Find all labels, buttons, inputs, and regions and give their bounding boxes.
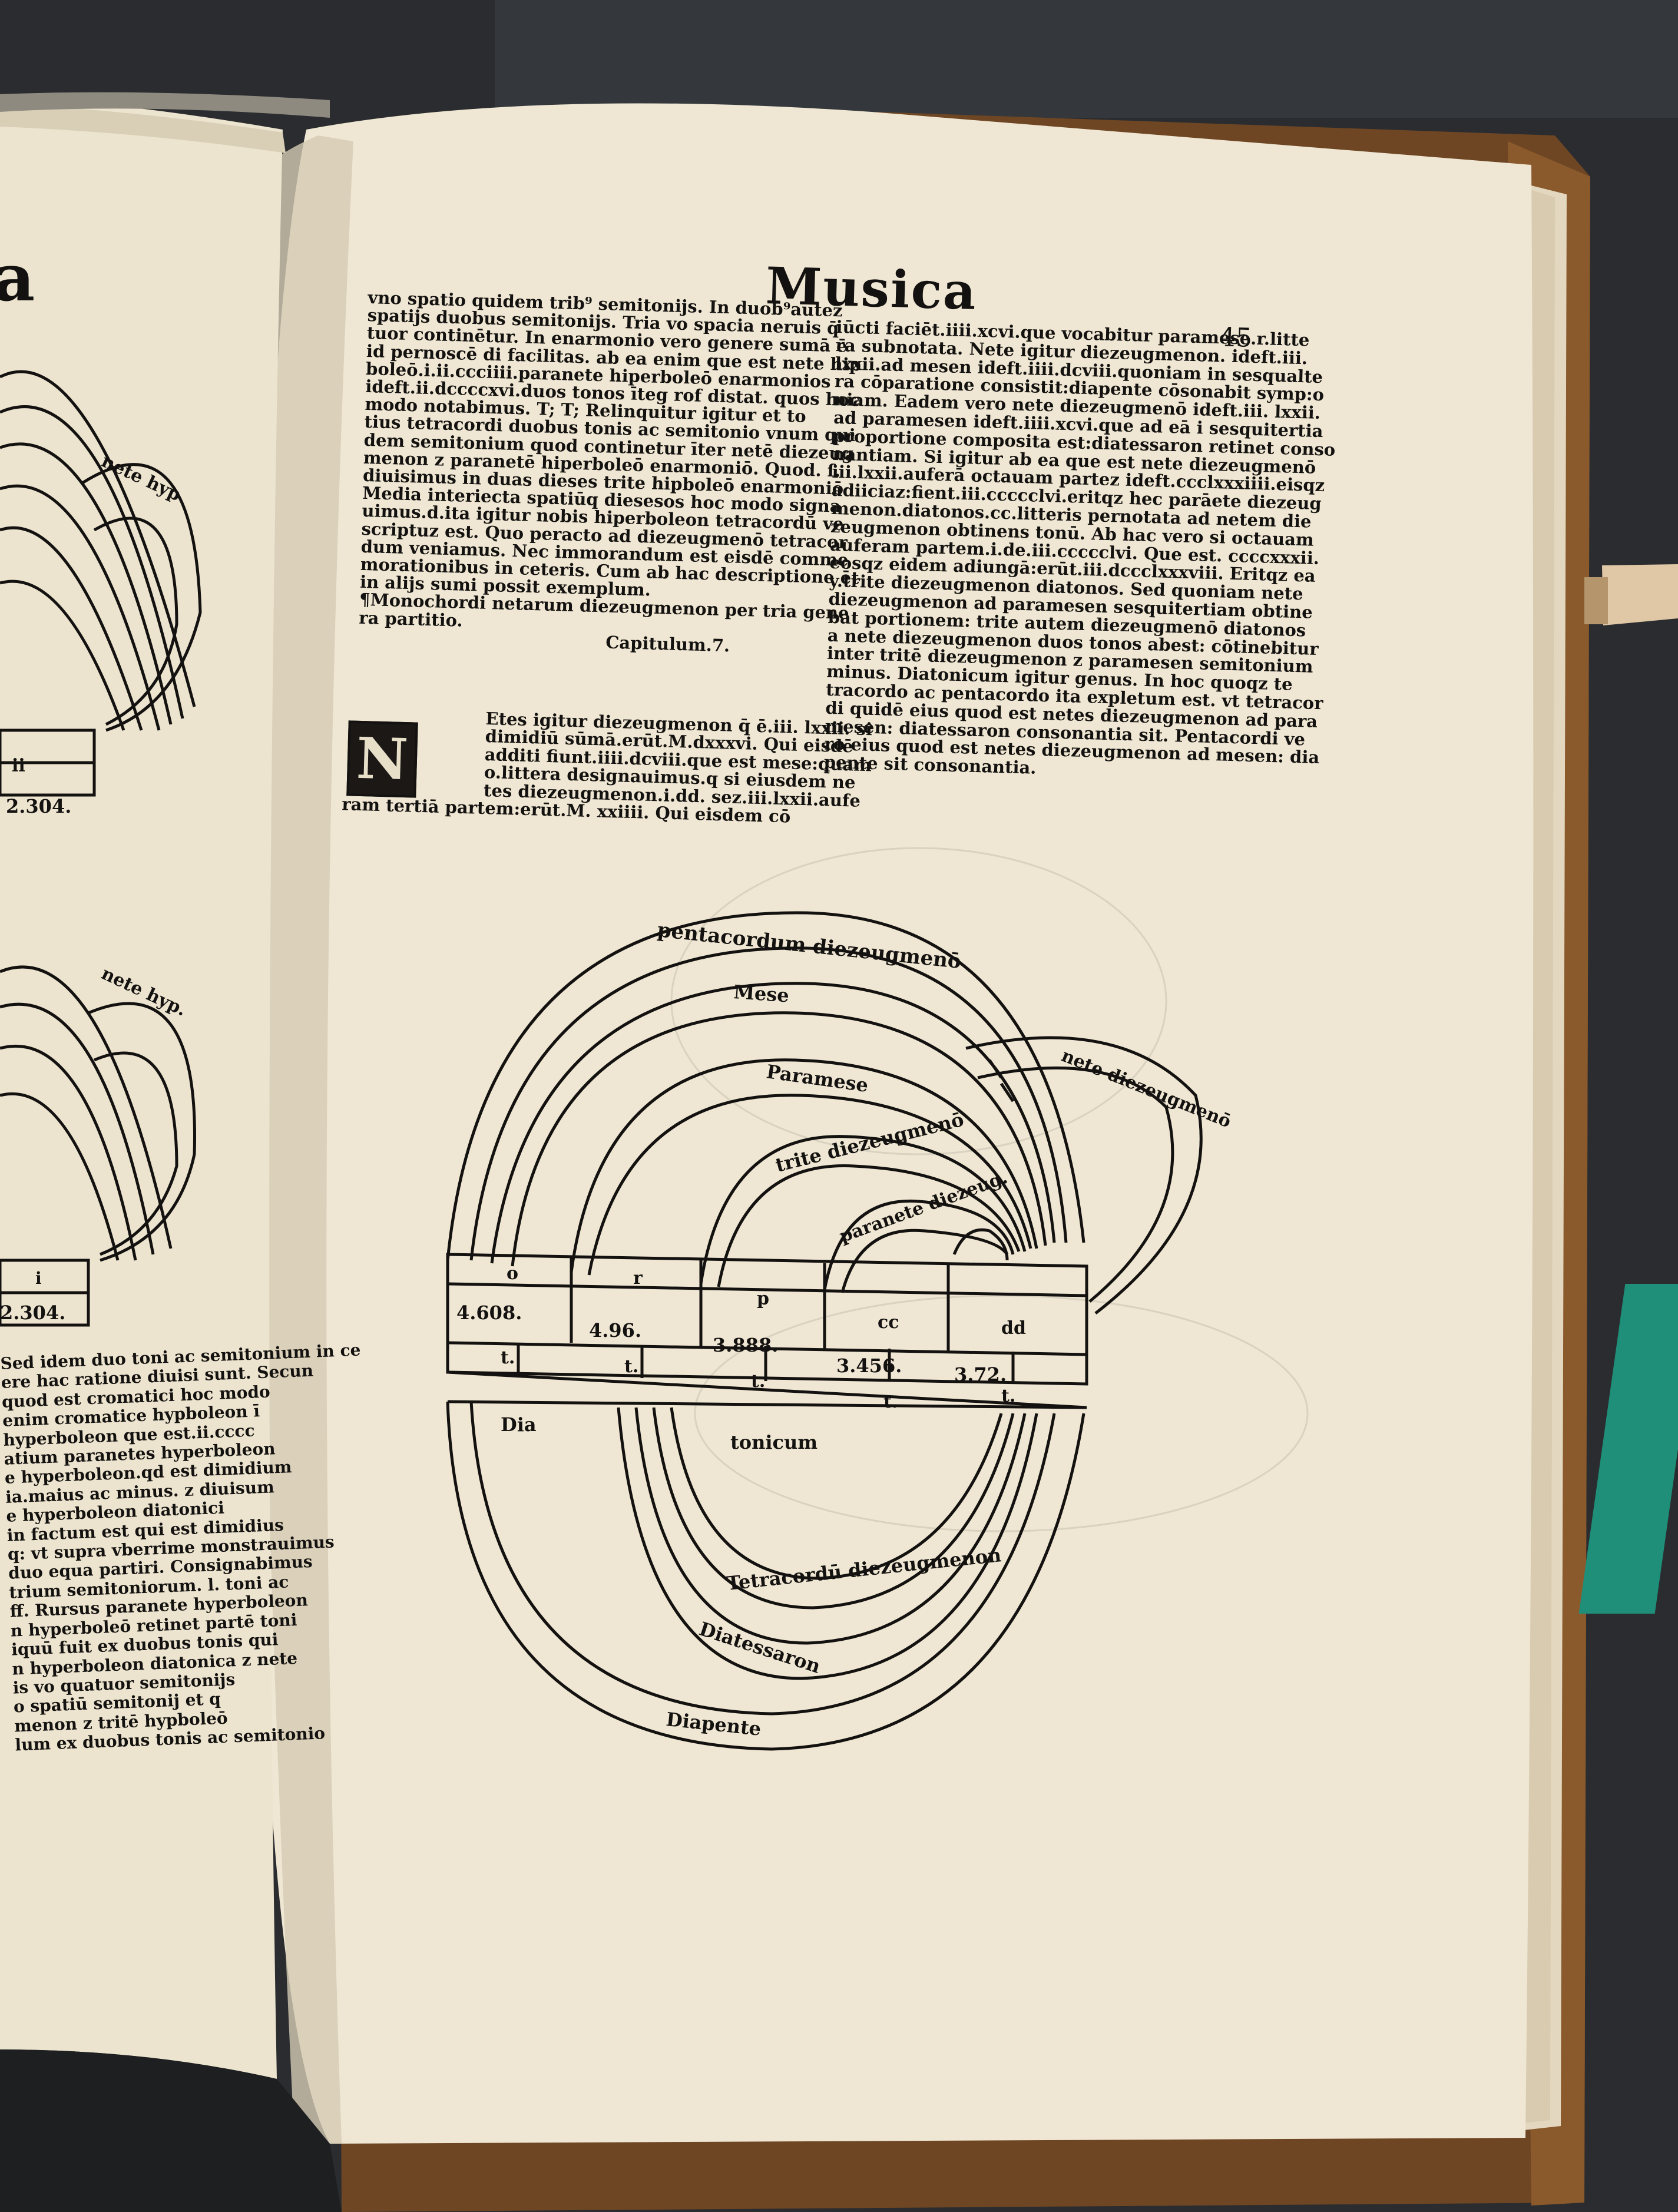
grid-number-496: 4.96. <box>589 1319 641 1342</box>
grid-letter-r: r <box>633 1268 643 1289</box>
interval-mark: t. <box>624 1356 638 1377</box>
diagram-arcs <box>446 911 1203 1751</box>
interval-mark: t. <box>1001 1386 1015 1406</box>
label-dia: Dia <box>501 1413 537 1436</box>
grid-letter-o: o <box>507 1263 518 1284</box>
interval-mark: t. <box>883 1392 898 1412</box>
label-diatessaron: Diatessaron <box>697 1617 823 1677</box>
interval-mark: t. <box>501 1347 515 1368</box>
grid-letter-cc: cc <box>878 1312 899 1333</box>
grid-number-3888: 3.888. <box>713 1334 778 1356</box>
label-tonicum: tonicum <box>730 1431 818 1453</box>
grid-letter-p: p <box>757 1289 769 1309</box>
left-label-i: i <box>35 1269 42 1288</box>
grid-number-4608: 4.608. <box>456 1302 522 1324</box>
label-pentacordum: pentacordum diezeugmenō <box>656 918 962 973</box>
left-label-ii: ii <box>12 756 25 776</box>
interval-mark: t. <box>751 1371 765 1392</box>
label-tetracordum: Tetracordū diezeugmenon <box>726 1544 1002 1595</box>
left-label-2304-a: 2.304. <box>6 795 71 817</box>
label-paranete-diezeug: paranete diezeug. <box>837 1167 1011 1247</box>
label-mese: Mese <box>733 981 790 1006</box>
left-page-title-fragment: a <box>0 240 35 316</box>
left-label-2304-b: 2.304. <box>0 1302 65 1324</box>
grid-letter-dd: dd <box>1001 1318 1026 1339</box>
grid-number-372: 3.72. <box>954 1363 1007 1386</box>
grid-number-3456: 3.456. <box>836 1355 902 1377</box>
